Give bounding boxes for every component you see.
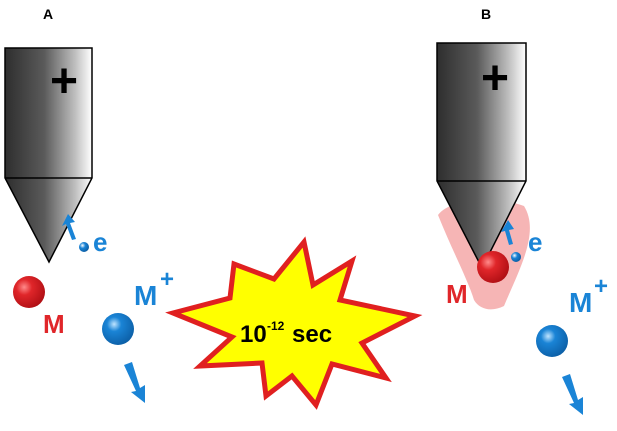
panel-a-ion-arrow — [124, 362, 145, 403]
panel-a-molecule-label: M — [43, 309, 65, 339]
panel-b-ion-charge: + — [594, 273, 608, 300]
burst-base: 10 — [240, 321, 267, 348]
panel-a-electron-arrow — [62, 214, 76, 240]
panel-a-label: A — [43, 6, 53, 22]
panel-a-electron-label: e — [93, 227, 107, 257]
panel-a-ion-label: M — [134, 280, 157, 311]
panel-a-tip-sign: + — [50, 55, 78, 108]
panel-b-ion — [536, 325, 568, 357]
panel-b-electron-arrow — [501, 220, 514, 245]
burst-exponent: -12 — [267, 319, 285, 333]
panel-b-electron — [511, 252, 521, 262]
panel-a-molecule — [13, 276, 45, 308]
panel-b-ion-label: M — [569, 287, 592, 318]
panel-b-tip-sign: + — [481, 52, 509, 105]
panel-a-ion-charge: + — [160, 266, 174, 293]
panel-b-field-tip — [436, 42, 527, 270]
panel-b-electron-label: e — [528, 227, 542, 257]
burst-unit: sec — [292, 321, 332, 348]
panel-b-ion-arrow — [562, 374, 583, 415]
panel-a-field-tip — [4, 47, 93, 264]
panel-b: B + M e M + — [436, 6, 608, 415]
panel-b-molecule — [477, 251, 509, 283]
panel-a: A + e M M + — [4, 6, 174, 403]
panel-a-ion — [102, 313, 134, 345]
panel-b-label: B — [481, 6, 491, 22]
panel-b-molecule-label: M — [446, 279, 468, 309]
panel-a-electron — [79, 242, 89, 252]
timescale-burst — [165, 236, 423, 410]
